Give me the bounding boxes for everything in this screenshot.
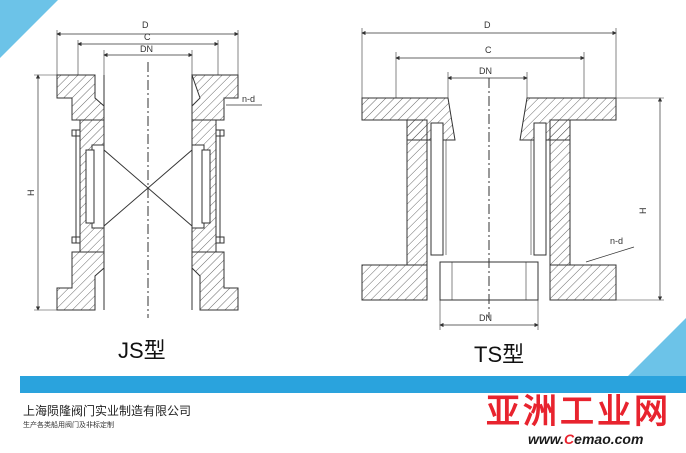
brand-url-c: C [564, 431, 575, 447]
brand-logo: 亚洲工业网 [486, 392, 671, 432]
ts-dim-c: C [485, 45, 492, 55]
js-dim-h: H [26, 190, 36, 197]
company-subtitle: 生产各类船用阀门及非标定制 [23, 422, 114, 429]
ts-dim-dn-bottom: DN [479, 313, 492, 323]
company-name: 上海陨隆阀门实业制造有限公司 [23, 404, 192, 418]
corner-decoration-bottom-right [628, 318, 686, 376]
ts-valve-drawing [361, 28, 664, 330]
ts-dim-h: H [638, 208, 648, 215]
brand-url[interactable]: www.Cemao.com [528, 431, 643, 447]
corner-decoration-top-left [0, 0, 58, 58]
js-dim-nd: n-d [242, 94, 255, 104]
ts-caption: TS型 [474, 342, 524, 367]
footer-accent-band [20, 376, 686, 393]
js-dim-c: C [144, 32, 151, 42]
brand-url-prefix: www. [528, 431, 565, 447]
ts-dim-dn-top: DN [479, 66, 492, 76]
js-caption: JS型 [118, 338, 166, 363]
ts-dim-d: D [484, 20, 491, 30]
js-dim-d: D [142, 20, 149, 30]
brand-url-rest: emao.com [574, 431, 644, 447]
js-dim-dn: DN [140, 44, 153, 54]
js-valve-drawing [34, 30, 262, 318]
ts-dim-nd: n-d [610, 236, 623, 246]
